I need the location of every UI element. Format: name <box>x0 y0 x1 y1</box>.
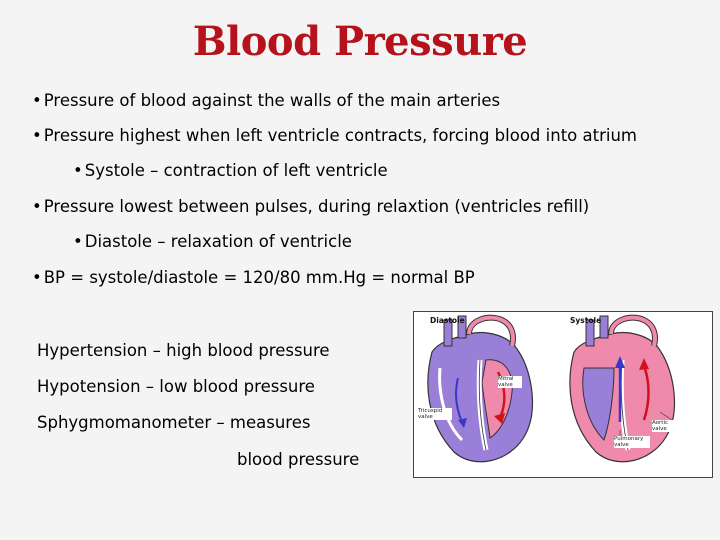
bullet-1: •Pressure of blood against the walls of … <box>32 91 500 110</box>
slide-title: Blood Pressure <box>192 18 528 65</box>
bullet-dot: • <box>32 197 42 216</box>
pulmonary-valve-label: Pulmonary valve <box>614 436 650 448</box>
bullet-2: •Pressure highest when left ventricle co… <box>32 126 637 145</box>
bullet-text: BP = systole/diastole = 120/80 mm.Hg = n… <box>43 268 475 287</box>
bullet-dot: • <box>32 268 42 287</box>
bullet-text: Diastole – relaxation of ventricle <box>84 232 352 251</box>
bullet-text: Systole – contraction of left ventricle <box>84 161 388 180</box>
heart-diagram: Diastole Systole Mitral valve Tricuspid … <box>413 311 713 478</box>
systole-label: Systole <box>570 316 602 325</box>
bullet-text: Pressure lowest between pulses, during r… <box>43 197 590 216</box>
diastole-label: Diastole <box>430 316 465 325</box>
aortic-valve-label: Aortic valve <box>652 420 678 432</box>
systole-heart <box>569 314 676 463</box>
heart-illustration <box>427 314 679 463</box>
bullet-4: •BP = systole/diastole = 120/80 mm.Hg = … <box>32 268 475 287</box>
definition-sphygmomanometer: Sphygmomanometer – measures <box>37 413 311 432</box>
bullet-dot: • <box>73 161 83 180</box>
definition-sphygmomanometer-continued: blood pressure <box>237 450 360 469</box>
definition-hypertension: Hypertension – high blood pressure <box>37 341 330 360</box>
bullet-dot: • <box>73 232 83 251</box>
bullet-text: Pressure of blood against the walls of t… <box>43 91 501 110</box>
bullet-text: Pressure highest when left ventricle con… <box>43 126 637 145</box>
sub-bullet-diastole: •Diastole – relaxation of ventricle <box>73 232 352 251</box>
bullet-3: •Pressure lowest between pulses, during … <box>32 197 589 216</box>
tricuspid-valve-label: Tricuspid valve <box>418 408 452 420</box>
definition-hypotension: Hypotension – low blood pressure <box>37 377 315 396</box>
diastole-heart <box>427 314 534 463</box>
sub-bullet-systole: •Systole – contraction of left ventricle <box>73 161 388 180</box>
bullet-dot: • <box>32 126 42 145</box>
mitral-valve-label: Mitral valve <box>498 376 522 388</box>
bullet-dot: • <box>32 91 42 110</box>
